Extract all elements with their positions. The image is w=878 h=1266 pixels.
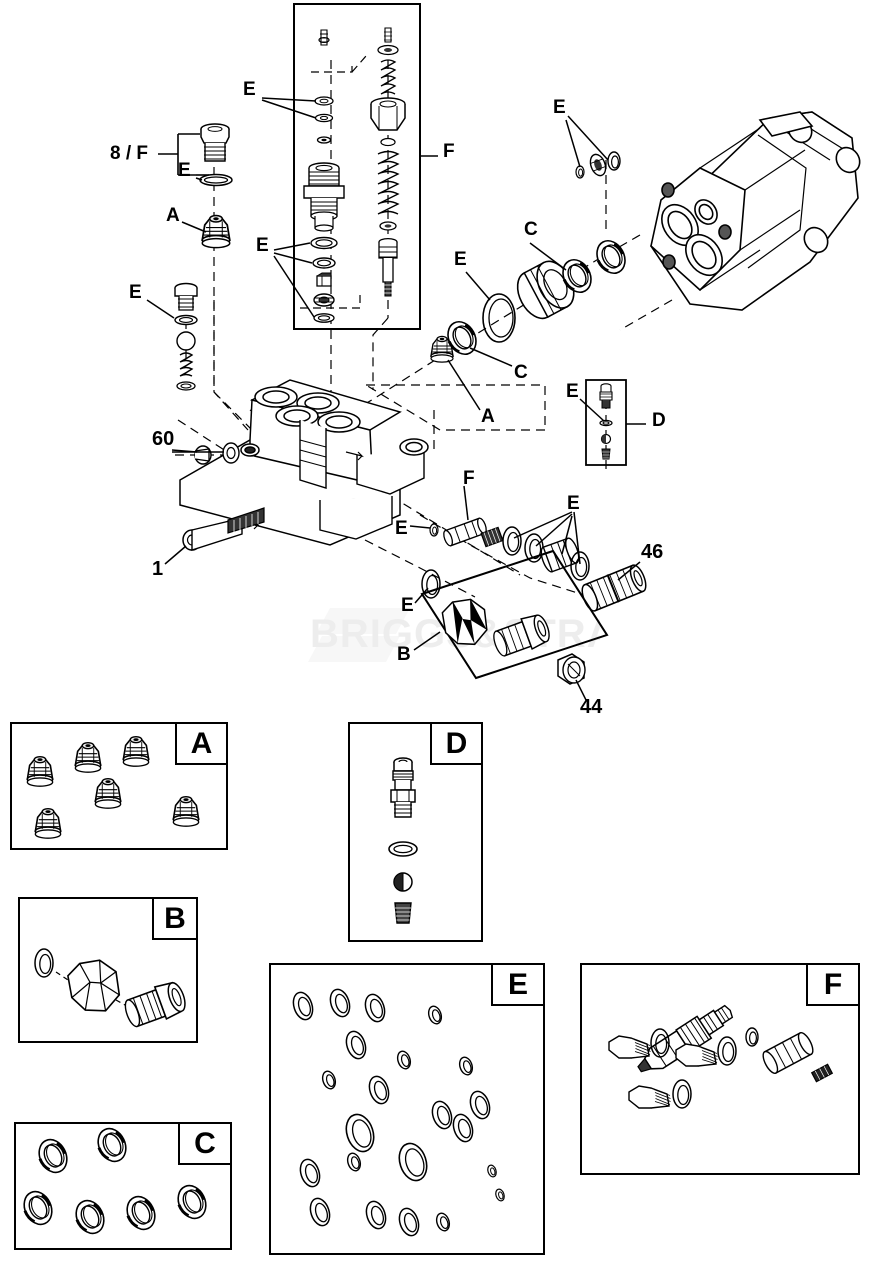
detail-box-a-letter: A <box>190 726 213 760</box>
callout-d-box: D <box>652 410 666 431</box>
detail-box-f-tab: F <box>806 963 860 1006</box>
detail-box-e <box>269 963 545 1255</box>
callout-e-left-column: E <box>129 282 142 303</box>
detail-box-e-tab: E <box>491 963 545 1006</box>
detail-box-c-letter: C <box>194 1126 216 1160</box>
callout-f-top-box: F <box>443 141 455 162</box>
callout-c-seal: C <box>514 362 528 383</box>
callout-1: 1 <box>152 558 164 580</box>
detail-box-b-tab: B <box>152 897 198 940</box>
callout-e-8f: E <box>178 160 191 181</box>
callout-e-seal: E <box>454 249 467 270</box>
callout-60: 60 <box>152 428 175 450</box>
callout-e-right: E <box>567 493 580 514</box>
callout-8-f: 8 / F <box>110 143 149 164</box>
callout-e-mid-box: E <box>256 235 269 256</box>
callout-e-d-box: E <box>566 381 579 402</box>
detail-box-d-letter: D <box>445 726 468 760</box>
detail-box-e-letter: E <box>507 967 528 1001</box>
callout-e-top-box: E <box>243 79 256 100</box>
detail-box-b-letter: B <box>164 901 186 935</box>
detail-box-f-letter: F <box>823 967 843 1001</box>
callout-a-left: A <box>166 205 180 226</box>
callout-f-lower: F <box>463 468 475 489</box>
detail-box-c-tab: C <box>178 1122 232 1165</box>
callout-e-b-box: E <box>401 595 414 616</box>
detail-box-d-tab: D <box>430 722 483 765</box>
detail-box-a-tab: A <box>175 722 228 765</box>
callout-46: 46 <box>641 541 664 563</box>
callout-a-seal: A <box>481 406 495 427</box>
callout-b-box: B <box>397 644 411 665</box>
callout-c-upper: C <box>524 219 538 240</box>
callout-44: 44 <box>580 696 603 718</box>
callout-e-motor: E <box>553 97 566 118</box>
callout-e-lower-f: E <box>395 518 408 539</box>
